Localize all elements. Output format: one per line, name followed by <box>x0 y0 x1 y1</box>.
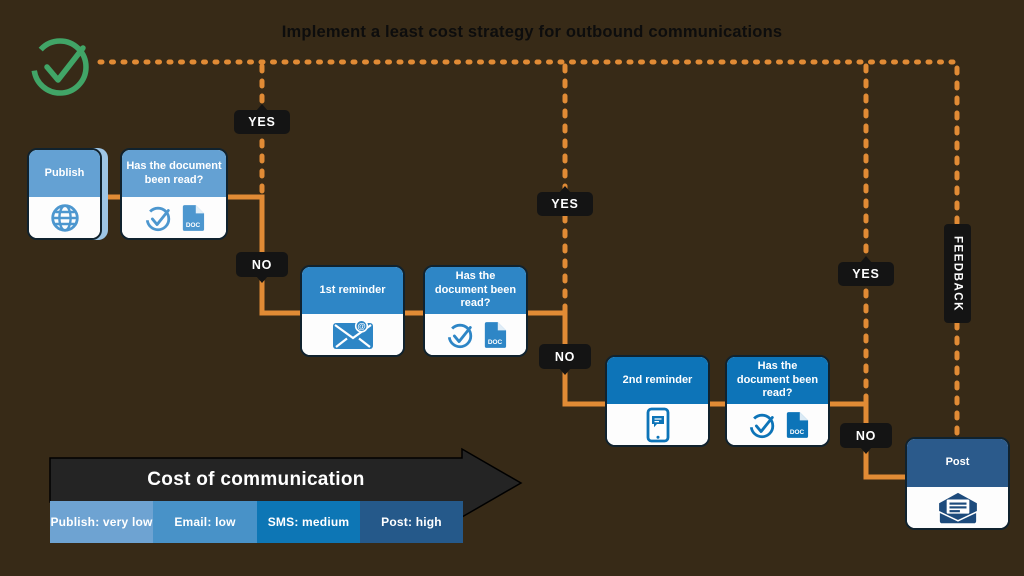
open-mail-icon <box>937 492 978 525</box>
yes-tag-3: YES <box>838 256 894 286</box>
email-at-icon: @ <box>332 318 373 349</box>
feedback-tag: FEEDBACK <box>944 224 971 323</box>
check-circle-badge-icon <box>31 38 89 96</box>
legend-item-email: Email: low <box>153 501 257 543</box>
node-check-read-3-label: Has the document been read? <box>736 359 819 400</box>
check-circle-icon <box>145 206 171 231</box>
node-publish: Publish <box>27 148 102 240</box>
node-post-label: Post <box>945 456 970 469</box>
node-reminder-2: 2nd reminder <box>605 355 710 447</box>
node-check-read-2: Has the document been read? DOC <box>423 265 528 357</box>
node-check-read-3-header: Has the document been read? <box>727 357 828 404</box>
node-reminder-1-label: 1st reminder <box>319 283 386 296</box>
no-tag-2: NO <box>539 344 591 375</box>
node-check-read-2-header: Has the document been read? <box>425 267 526 314</box>
node-reminder-2-label: 2nd reminder <box>622 373 693 386</box>
doc-badge-text: DOC <box>487 339 502 346</box>
doc-badge-text: DOC <box>789 429 804 436</box>
doc-file-icon: DOC <box>182 204 205 231</box>
at-glyph: @ <box>357 321 365 331</box>
node-reminder-2-header: 2nd reminder <box>607 357 708 404</box>
check-circle-icon <box>447 323 472 348</box>
node-post-header: Post <box>907 439 1008 487</box>
node-reminder-1-header: 1st reminder <box>302 267 403 314</box>
node-check-read-1: Has the document been read? DOC <box>120 148 228 240</box>
cost-arrow-title: Cost of communication <box>147 469 365 490</box>
yes-tag-1: YES <box>234 104 290 134</box>
check-circle-icon <box>749 413 774 438</box>
doc-file-icon: DOC <box>786 411 808 438</box>
node-reminder-1: 1st reminder @ <box>300 265 405 357</box>
node-check-read-2-label: Has the document been read? <box>434 269 517 310</box>
node-publish-label: Publish <box>44 166 85 179</box>
legend-item-post: Post: high <box>360 501 463 543</box>
globe-icon <box>50 203 79 232</box>
doc-file-icon: DOC <box>484 321 506 348</box>
page-title: Implement a least cost strategy for outb… <box>281 23 783 41</box>
node-check-read-1-header: Has the document been read? <box>122 150 226 197</box>
doc-badge-text: DOC <box>186 222 201 229</box>
legend-item-sms: SMS: medium <box>257 501 360 543</box>
node-check-read-3: Has the document been read? DOC <box>725 355 830 447</box>
sms-phone-icon <box>646 407 669 442</box>
node-check-read-1-label: Has the document been read? <box>126 159 222 186</box>
no-tag-1: NO <box>236 252 288 283</box>
legend-item-publish: Publish: very low <box>50 501 153 543</box>
yes-tag-2: YES <box>537 186 593 216</box>
node-post: Post <box>905 437 1010 530</box>
node-publish-header: Publish <box>29 150 100 197</box>
no-tag-3: NO <box>840 423 892 454</box>
